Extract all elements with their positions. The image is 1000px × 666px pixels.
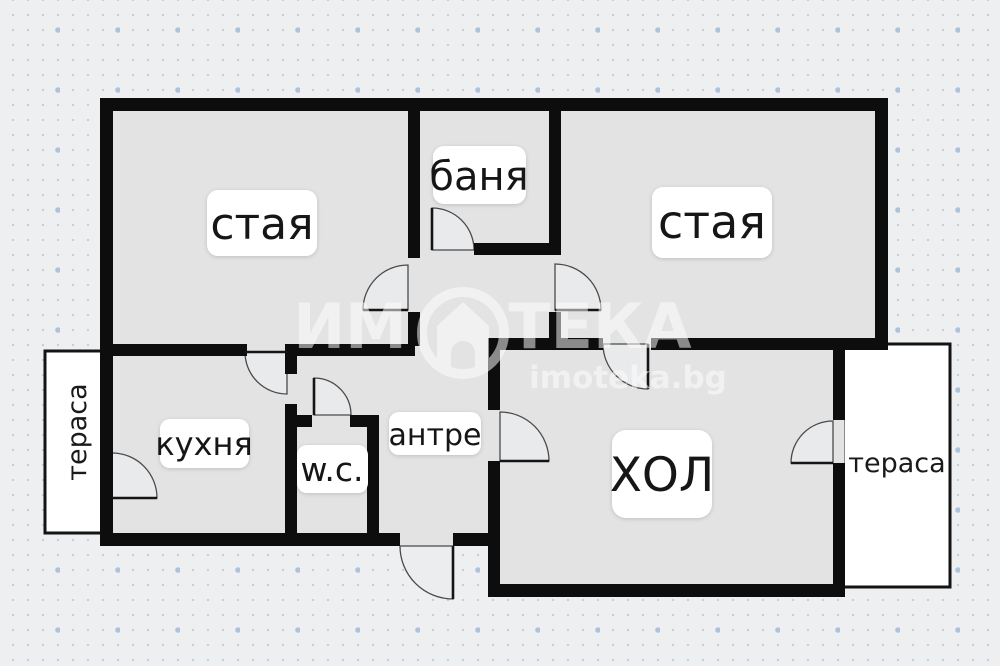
wall-bath-right [549,110,561,253]
door-arc-bath [431,207,475,251]
walls [100,98,888,597]
label-hallway: антре [389,412,482,455]
wall-exterior-right [875,98,888,344]
door-arc-wc [313,377,352,416]
door-arc-room-living [602,343,649,390]
wall-wc-left [285,404,297,546]
wall-exterior-bottom-left [100,533,400,546]
terrace-left-area [43,349,110,535]
watermark: ИМ ТЕКА imoteka.bg [293,287,727,396]
label-terrace-right-text: тераса [848,448,945,479]
watermark-brand-part2: ТЕКА [508,290,691,363]
watermark-site-url: imoteka.bg [529,360,727,396]
wall-bath-bottom [474,243,561,255]
label-terrace-left-text: тераса [62,383,93,480]
label-room-right: стая [652,187,772,258]
wall-living-top-b [651,338,888,350]
label-wc: w.c. [297,445,368,493]
label-room-right-text: стая [658,195,766,249]
label-living-text: ХОЛ [610,448,715,503]
door-arc-kitchen [244,351,288,395]
label-wc-text: w.c. [300,450,363,489]
wall-living-bottom [488,584,845,597]
label-bath-text: баня [429,154,528,200]
wall-roomleft-bottom-a [112,344,247,356]
wall-living-west-b [488,461,500,597]
door-arc-room-left [362,264,409,311]
label-room-left: стая [207,190,317,256]
wall-living-east-a [833,350,845,420]
wall-exterior-top [100,98,888,111]
label-bath: баня [429,146,529,204]
watermark-logo-house-in-circle-icon [417,287,509,379]
wall-living-east-b [833,463,845,584]
door-arc-hall-living [499,411,550,462]
wall-wc-right [367,415,379,533]
door-arcs [111,207,834,600]
label-hallway-text: антре [389,418,482,453]
room-labels: стая баня стая кухня w.c. антре ХОЛ [155,146,772,518]
label-kitchen-text: кухня [155,425,252,463]
wall-wc-top-a [285,415,312,427]
wall-hall-left-stub [408,312,420,346]
watermark-brand-part1: ИМ [293,290,407,363]
label-kitchen: кухня [155,419,253,468]
wall-kitchen-stub [285,344,297,374]
label-living: ХОЛ [610,430,715,518]
door-arc-terrace-left [111,452,158,499]
door-arc-terrace-right [790,420,834,464]
wall-roomleft-bottom-b [287,344,415,356]
label-room-left-text: стая [210,199,313,250]
door-arc-room-right [554,263,602,311]
wall-living-top-a [488,338,603,350]
wall-bath-left [408,110,420,258]
wall-exterior-left [100,98,113,546]
door-leaves [112,208,833,599]
door-arc-entrance [399,545,454,600]
